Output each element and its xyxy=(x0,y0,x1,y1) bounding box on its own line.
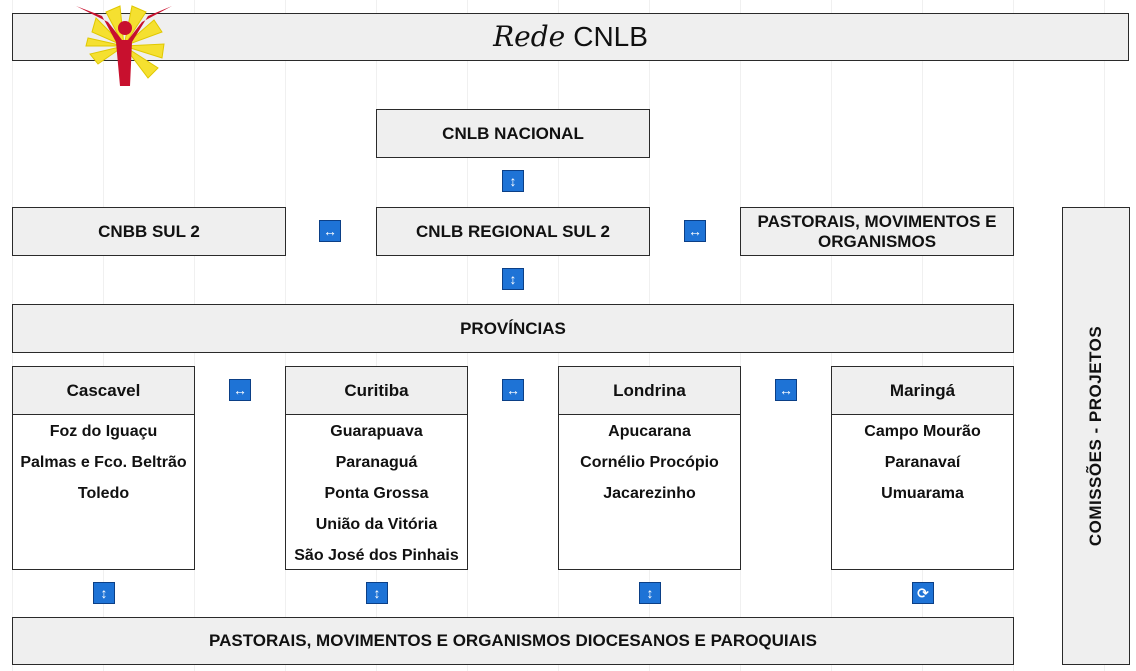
page-title: Rede CNLB xyxy=(12,13,1129,61)
province-name: Curitiba xyxy=(285,366,468,415)
node-cnlb-nacional: CNLB NACIONAL xyxy=(376,109,650,158)
node-provincias-label: PROVÍNCIAS xyxy=(460,318,566,338)
node-provincias: PROVÍNCIAS xyxy=(12,304,1014,353)
cnlb-logo xyxy=(76,5,172,86)
horizontal-arrow-icon: ↔ xyxy=(319,220,341,242)
vertical-arrow-icon: ↕ xyxy=(502,170,524,192)
diocese-item: União da Vitória xyxy=(315,516,438,533)
diocese-item: Toledo xyxy=(77,485,130,502)
diocese-list: Guarapuava Paranaguá Ponta Grossa União … xyxy=(285,414,468,570)
diocese-item: Jacarezinho xyxy=(603,485,696,502)
diocese-item: Cornélio Procópio xyxy=(580,454,719,471)
province-londrina: Londrina Apucarana Cornélio Procópio Jac… xyxy=(558,366,741,570)
diocese-item: São José dos Pinhais xyxy=(294,547,459,564)
diocese-list: Campo Mourão Paranavaí Umuarama xyxy=(831,414,1014,570)
province-name: Maringá xyxy=(831,366,1014,415)
diocese-item: Palmas e Fco. Beltrão xyxy=(20,454,187,471)
diocese-item: Paranaguá xyxy=(335,454,418,471)
diocese-item: Paranavaí xyxy=(884,454,961,471)
diocese-item: Ponta Grossa xyxy=(324,485,429,502)
vertical-arrow-icon: ↕ xyxy=(502,268,524,290)
province-maringa: Maringá Campo Mourão Paranavaí Umuarama xyxy=(831,366,1014,570)
title-main-word: CNLB xyxy=(573,21,648,52)
cycle-arrow-icon: ⟳ xyxy=(912,582,934,604)
node-pastorais-regional: PASTORAIS, MOVIMENTOS E ORGANISMOS xyxy=(740,207,1014,256)
node-cnbb-sul-2-label: CNBB SUL 2 xyxy=(98,221,200,241)
diocese-item: Campo Mourão xyxy=(864,423,981,440)
vertical-arrow-icon: ↕ xyxy=(366,582,388,604)
node-cnbb-sul-2: CNBB SUL 2 xyxy=(12,207,286,256)
node-pastorais-diocesanos: PASTORAIS, MOVIMENTOS E ORGANISMOS DIOCE… xyxy=(12,617,1014,665)
title-script-word: Rede xyxy=(493,20,566,53)
node-cnlb-regional-label: CNLB REGIONAL SUL 2 xyxy=(416,221,610,241)
province-name: Cascavel xyxy=(12,366,195,415)
diocese-list: Foz do Iguaçu Palmas e Fco. Beltrão Tole… xyxy=(12,414,195,570)
horizontal-arrow-icon: ↔ xyxy=(684,220,706,242)
node-comissoes-projetos-label: COMISSÕES - PROJETOS xyxy=(1086,325,1105,547)
node-pastorais-regional-label: PASTORAIS, MOVIMENTOS E ORGANISMOS xyxy=(757,211,997,251)
node-comissoes-projetos: COMISSÕES - PROJETOS xyxy=(1062,207,1130,665)
horizontal-arrow-icon: ↔ xyxy=(775,379,797,401)
node-cnlb-regional: CNLB REGIONAL SUL 2 xyxy=(376,207,650,256)
vertical-arrow-icon: ↕ xyxy=(93,582,115,604)
node-cnlb-nacional-label: CNLB NACIONAL xyxy=(442,123,584,143)
vertical-arrow-icon: ↕ xyxy=(639,582,661,604)
province-name: Londrina xyxy=(558,366,741,415)
diocese-item: Umuarama xyxy=(881,485,964,502)
horizontal-arrow-icon: ↔ xyxy=(502,379,524,401)
diocese-list: Apucarana Cornélio Procópio Jacarezinho xyxy=(558,414,741,570)
diocese-item: Apucarana xyxy=(608,423,691,440)
horizontal-arrow-icon: ↔ xyxy=(229,379,251,401)
diocese-item: Guarapuava xyxy=(330,423,423,440)
province-curitiba: Curitiba Guarapuava Paranaguá Ponta Gros… xyxy=(285,366,468,570)
province-cascavel: Cascavel Foz do Iguaçu Palmas e Fco. Bel… xyxy=(12,366,195,570)
node-pastorais-diocesanos-label: PASTORAIS, MOVIMENTOS E ORGANISMOS DIOCE… xyxy=(209,631,817,650)
diocese-item: Foz do Iguaçu xyxy=(49,423,158,440)
